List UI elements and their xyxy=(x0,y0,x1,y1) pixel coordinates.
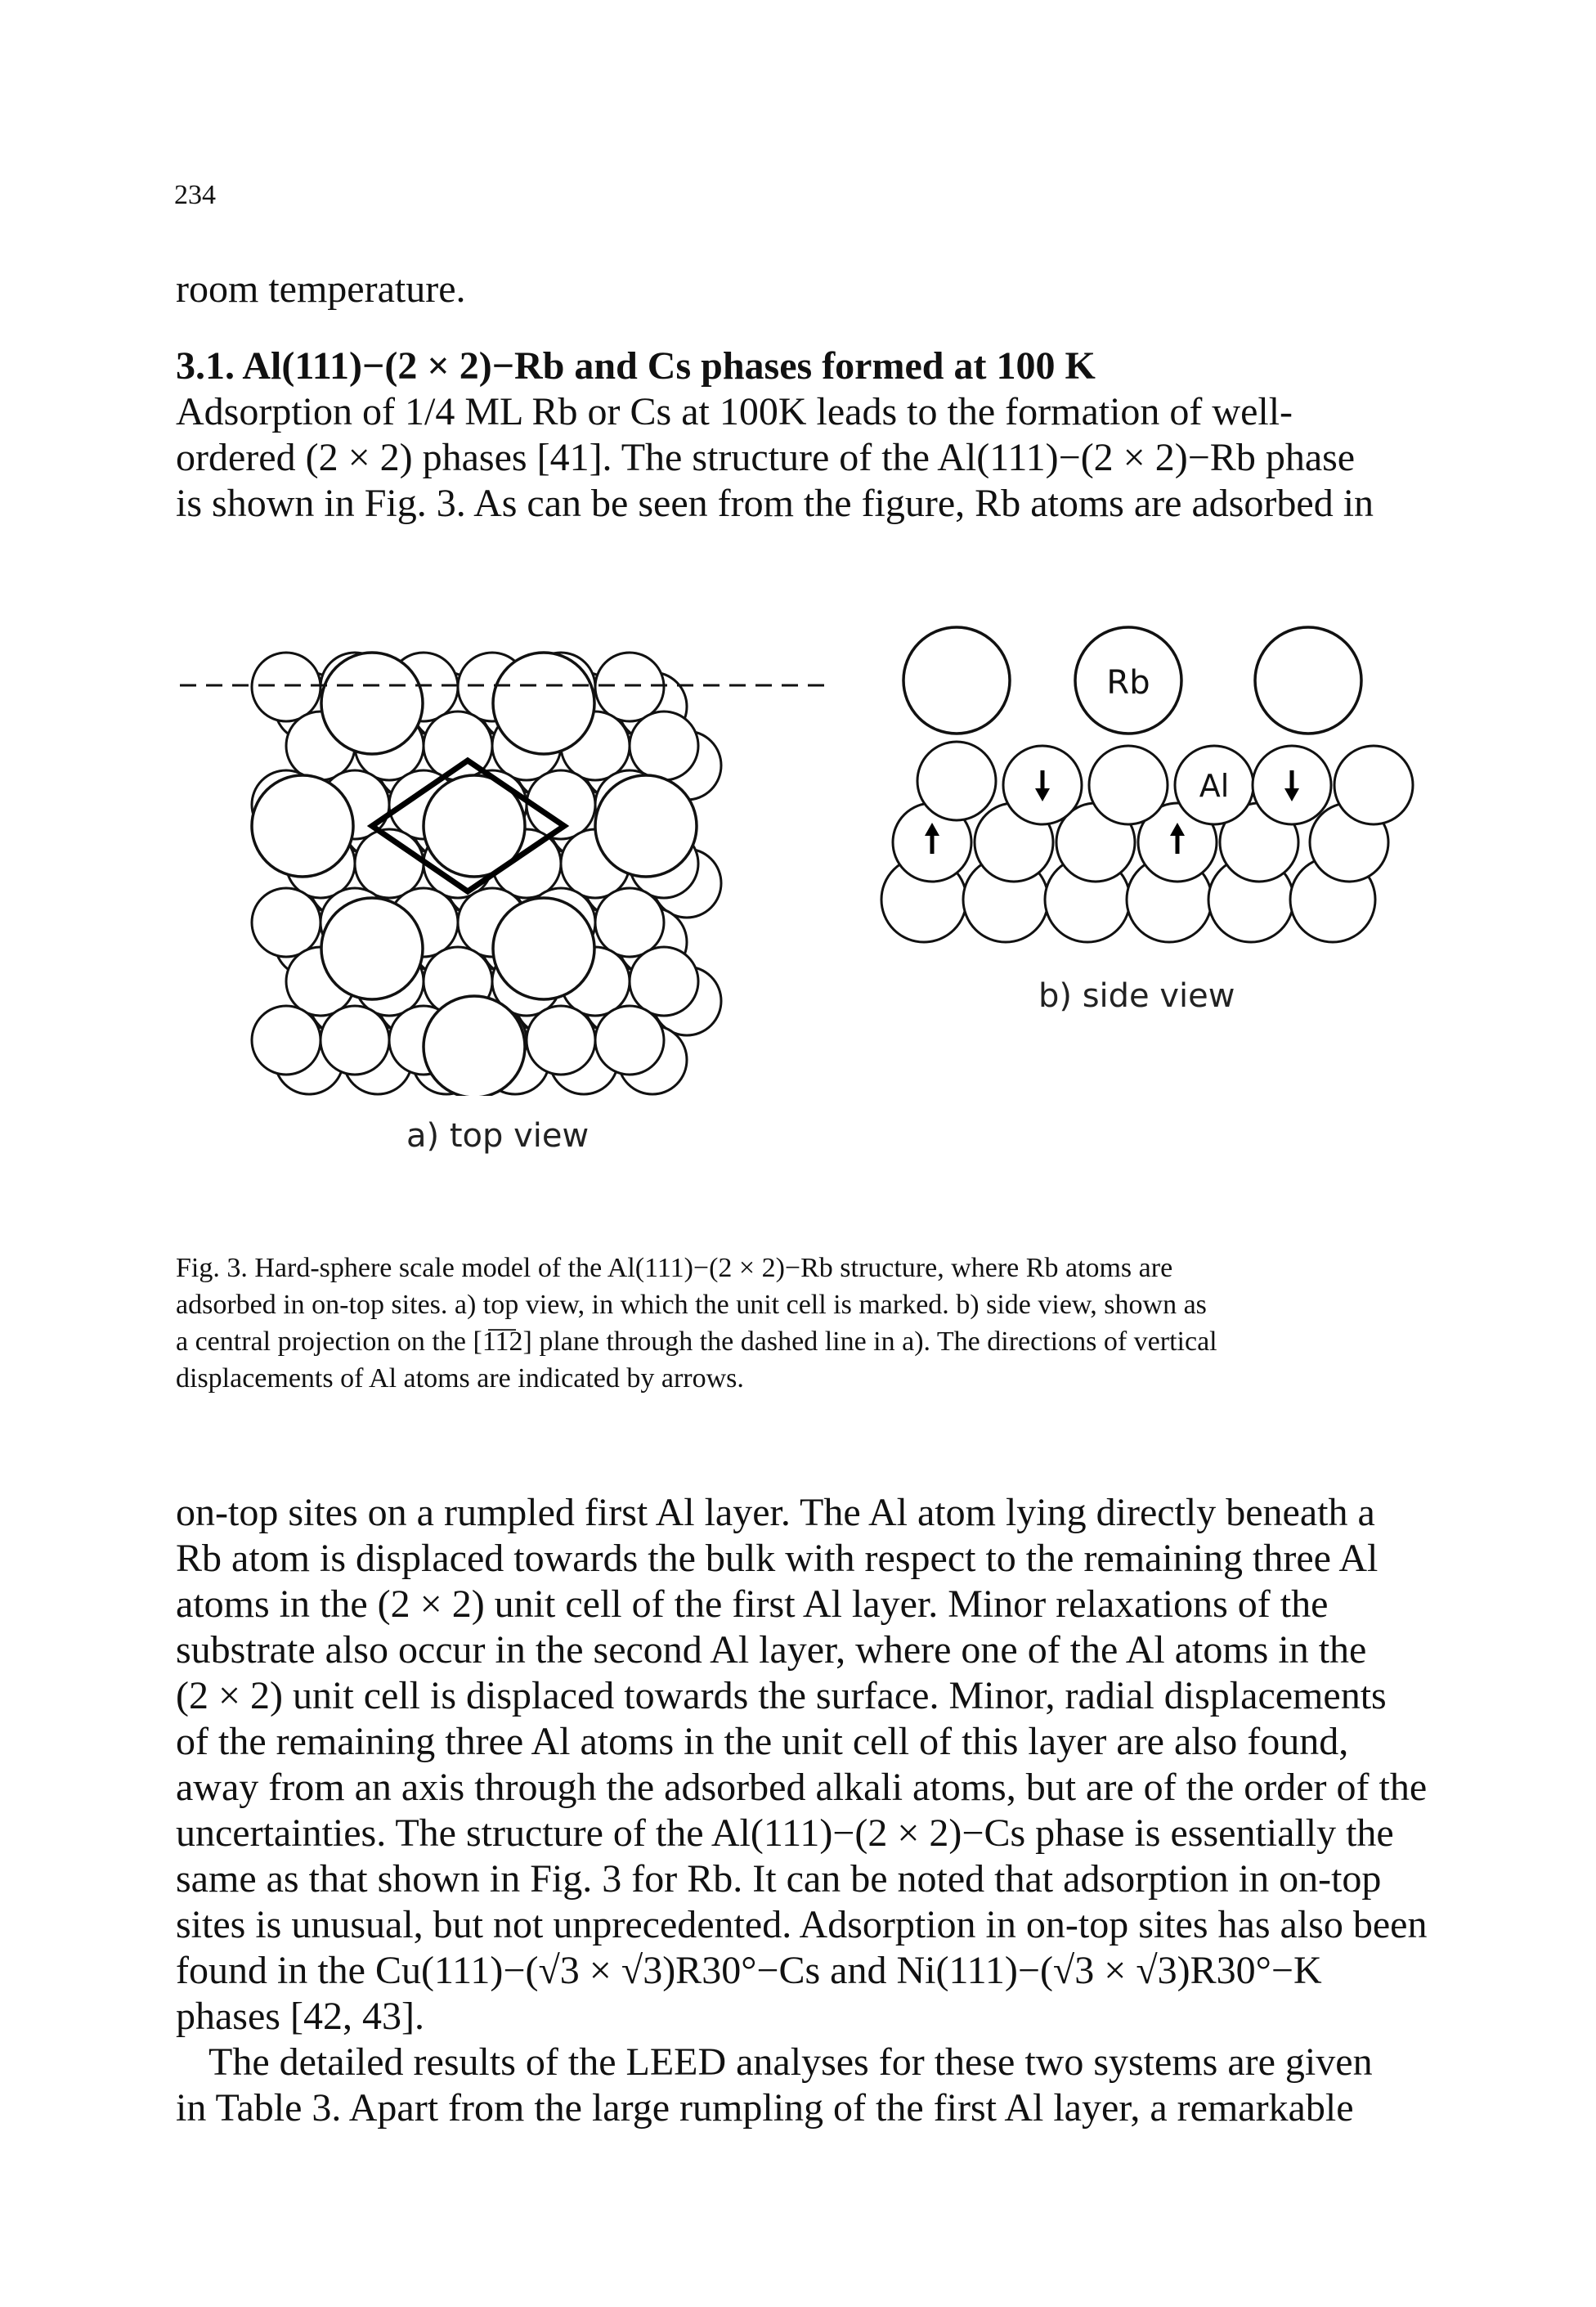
unit-cell-rhombus xyxy=(366,756,570,895)
rb-atom xyxy=(320,896,424,1001)
caption-line: displacements of Al atoms are indicated … xyxy=(176,1363,744,1394)
text-line: atoms in the (2 × 2) unit cell of the fi… xyxy=(176,1582,1329,1626)
text-line: (2 × 2) unit cell is displaced towards t… xyxy=(176,1674,1387,1717)
al-label: Al xyxy=(1199,768,1230,804)
rb-atom xyxy=(250,774,355,878)
text-line: Adsorption of 1/4 ML Rb or Cs at 100K le… xyxy=(176,390,1293,433)
text-line: room temperature. xyxy=(176,267,466,311)
text-line: on-top sites on a rumpled first Al layer… xyxy=(176,1491,1375,1534)
text-line: substrate also occur in the second Al la… xyxy=(176,1628,1367,1672)
rb-label: Rb xyxy=(1106,664,1150,702)
arrow-down-icon xyxy=(1284,770,1299,801)
paragraph-1: on-top sites on a rumpled first Al layer… xyxy=(176,1490,1428,2131)
al-atom-layer1 xyxy=(1333,744,1414,826)
arrow-up-icon xyxy=(925,823,939,854)
top-view-figure xyxy=(180,651,834,1096)
text-line: is shown in Fig. 3. As can be seen from … xyxy=(176,482,1374,525)
top-view-label: a) top view xyxy=(406,1117,590,1155)
intro-text: room temperature. xyxy=(176,267,1428,312)
text-line: in Table 3. Apart from the large rumplin… xyxy=(176,2086,1354,2130)
al-atom xyxy=(628,945,700,1017)
al-atom xyxy=(594,886,666,958)
section-heading: 3.1. Al(111)−(2 × 2)−Rb and Cs phases fo… xyxy=(176,344,1096,388)
arrow-up-icon xyxy=(1170,823,1185,854)
text-line: same as that shown in Fig. 3 for Rb. It … xyxy=(176,1857,1382,1901)
caption-line: adsorbed in on-top sites. a) top view, i… xyxy=(176,1290,1207,1320)
al-atom-layer1 xyxy=(916,740,998,822)
al-atom xyxy=(250,1004,322,1076)
text-line: away from an axis through the adsorbed a… xyxy=(176,1766,1428,1809)
caption-line: a central projection on the [1̅1̅2] plan… xyxy=(176,1326,1217,1357)
rb-atom xyxy=(422,994,527,1096)
text-line: ordered (2 × 2) phases [41]. The structu… xyxy=(176,436,1356,479)
al-atom-layer1 xyxy=(1087,744,1169,826)
text-line: The detailed results of the LEED analyse… xyxy=(208,2040,1373,2084)
al-atom xyxy=(250,651,322,723)
al-atom xyxy=(525,1004,597,1076)
side-view-label: b) side view xyxy=(1038,977,1235,1015)
text-line: found in the Cu(111)−(√3 × √3)R30°−Cs an… xyxy=(176,1949,1322,1992)
caption-line: Fig. 3. Hard-sphere scale model of the A… xyxy=(176,1253,1173,1283)
rb-atom xyxy=(491,651,596,756)
rb-atom xyxy=(902,626,1011,735)
rb-atom xyxy=(491,896,596,1001)
rb-atom xyxy=(1253,626,1363,735)
text-line: of the remaining three Al atoms in the u… xyxy=(176,1720,1349,1763)
al-atom xyxy=(628,710,700,782)
rb-atom xyxy=(320,651,424,756)
figure-caption: Fig. 3. Hard-sphere scale model of the A… xyxy=(176,1250,1428,1397)
al-atom xyxy=(319,1004,391,1076)
al-atom xyxy=(594,1004,666,1076)
al-atom xyxy=(250,886,322,958)
text-line: sites is unusual, but not unprecedented.… xyxy=(176,1903,1428,1946)
rb-atom xyxy=(1074,626,1183,735)
rb-atom xyxy=(594,774,698,878)
section-3-1: 3.1. Al(111)−(2 × 2)−Rb and Cs phases fo… xyxy=(176,343,1428,527)
text-line: Rb atom is displaced towards the bulk wi… xyxy=(176,1537,1379,1580)
text-line: phases [42, 43]. xyxy=(176,1995,424,2038)
al-atom xyxy=(594,651,666,723)
arrow-down-icon xyxy=(1035,770,1050,801)
text-line: uncertainties. The structure of the Al(1… xyxy=(176,1811,1394,1855)
rb-atom xyxy=(422,774,527,878)
page-number: 234 xyxy=(174,180,216,210)
